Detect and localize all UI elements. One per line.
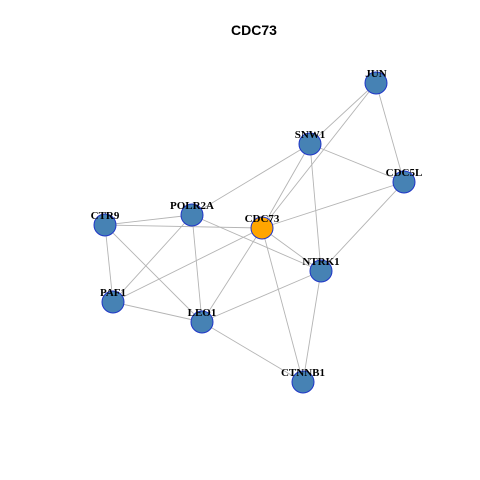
node-ctnnb1: CTNNB1	[281, 367, 325, 394]
node-circle	[392, 170, 416, 194]
edge-polr2a-ntrk1	[191, 214, 322, 272]
node-circle	[298, 132, 322, 156]
edge-cdc5l-cdc73	[261, 181, 405, 229]
node-label: CTR9	[91, 210, 120, 222]
node-circle	[101, 290, 125, 314]
node-label: NTRK1	[302, 256, 339, 268]
edge-cdc73-paf1	[112, 227, 263, 303]
diagram-title: CDC73	[231, 22, 277, 38]
node-label: CDC5L	[386, 167, 423, 179]
edge-polr2a-paf1	[112, 214, 193, 303]
node-cdc73: CDC73	[245, 213, 280, 240]
node-circle	[364, 71, 388, 95]
edge-polr2a-leo1	[191, 214, 203, 323]
node-ctr9: CTR9	[91, 210, 120, 237]
edge-jun-snw1	[309, 82, 377, 145]
node-circle	[190, 310, 214, 334]
node-jun: JUN	[364, 68, 388, 95]
node-circle	[291, 370, 315, 394]
node-leo1: LEO1	[188, 307, 217, 334]
edge-ntrk1-ctnnb1	[302, 270, 322, 383]
edge-paf1-leo1	[112, 301, 203, 323]
node-label: JUN	[365, 68, 386, 80]
node-circle	[180, 203, 204, 227]
node-circle	[309, 259, 333, 283]
node-label: CDC73	[245, 213, 280, 225]
edge-leo1-ctnnb1	[201, 321, 304, 383]
edge-ctr9-polr2a	[104, 214, 193, 226]
edge-jun-cdc73	[261, 82, 377, 229]
edge-cdc73-ntrk1	[261, 227, 322, 272]
node-label: SNW1	[295, 129, 326, 141]
node-cdc5l: CDC5L	[386, 167, 423, 194]
edge-snw1-cdc73	[261, 143, 311, 229]
edge-cdc73-ctnnb1	[261, 227, 304, 383]
edge-layer	[104, 82, 405, 383]
node-circle	[93, 213, 117, 237]
edge-ctr9-cdc73	[104, 224, 263, 229]
edge-snw1-ntrk1	[309, 143, 322, 272]
edge-ctr9-paf1	[104, 224, 114, 303]
node-snw1: SNW1	[295, 129, 326, 156]
edge-cdc73-leo1	[201, 227, 263, 323]
edge-cdc5l-ntrk1	[320, 181, 405, 272]
node-polr2a: POLR2A	[170, 200, 214, 227]
edge-snw1-cdc5l	[309, 143, 405, 183]
node-circle	[250, 216, 274, 240]
edge-jun-cdc5l	[375, 82, 405, 183]
node-label: PAF1	[100, 287, 126, 299]
edge-snw1-polr2a	[191, 143, 311, 216]
edge-ctr9-leo1	[104, 224, 203, 323]
node-label: LEO1	[188, 307, 217, 319]
node-label: CTNNB1	[281, 367, 325, 379]
node-ntrk1: NTRK1	[302, 256, 340, 283]
node-label: POLR2A	[170, 200, 214, 212]
edge-leo1-ntrk1	[201, 270, 322, 323]
node-paf1: PAF1	[100, 287, 126, 314]
